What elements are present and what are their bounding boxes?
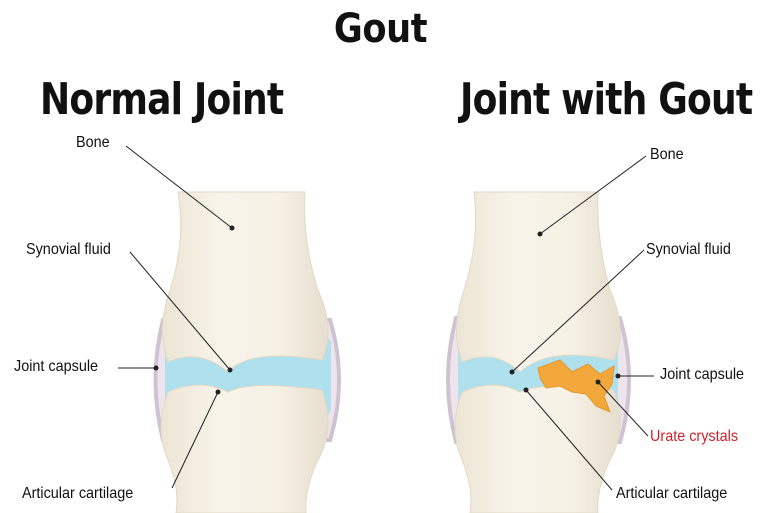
label-articular-cartilage-right: Articular cartilage — [616, 485, 727, 503]
label-bone-left: Bone — [76, 134, 110, 152]
lower-bone-left — [161, 385, 328, 513]
upper-bone-left — [162, 192, 328, 372]
upper-bone-right — [456, 192, 620, 372]
gout-joint — [448, 192, 629, 513]
label-urate-crystals: Urate crystals — [650, 428, 738, 446]
label-joint-capsule-left: Joint capsule — [14, 358, 98, 376]
label-articular-cartilage-left: Articular cartilage — [22, 485, 133, 503]
label-bone-right: Bone — [650, 146, 684, 164]
label-synovial-fluid-right: Synovial fluid — [646, 241, 731, 259]
label-synovial-fluid-left: Synovial fluid — [26, 241, 111, 259]
label-joint-capsule-right: Joint capsule — [660, 366, 744, 384]
